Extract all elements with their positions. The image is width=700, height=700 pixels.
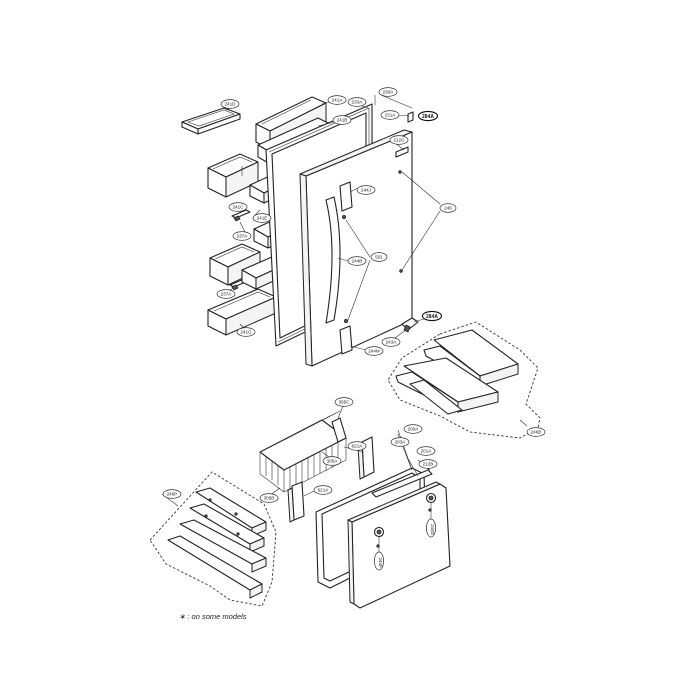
callout-230a: 230A <box>378 87 398 97</box>
callout-621a-1: 621A <box>347 441 367 451</box>
callout-237a-1: 237A <box>232 231 252 241</box>
callout-label-244f: 244F <box>378 557 383 568</box>
callout-201a: 201A <box>416 446 436 456</box>
callout-241a: 241A <box>327 95 347 105</box>
part-244m-handle-cap <box>339 325 353 355</box>
callout-246: 246 <box>439 203 457 213</box>
part-237a-clip-upper <box>231 209 251 222</box>
callout-label-284a-top: 284A <box>422 114 434 120</box>
callout-501: 501 <box>370 252 388 262</box>
callout-label-200a: 200A <box>408 427 420 432</box>
part-241c-bin <box>207 153 259 198</box>
callout-label-241b: 241B <box>337 118 348 123</box>
callout-label-237a-1: 237A <box>237 234 249 239</box>
part-246p-rail-assembly <box>149 471 277 607</box>
callout-label-305a: 305A <box>327 459 339 464</box>
callout-203a: 203A <box>390 437 410 447</box>
callout-label-203a: 203A <box>395 440 407 445</box>
callout-label-244b: 244B <box>352 259 363 264</box>
callout-241d: 241D <box>220 99 240 109</box>
part-244b-handle <box>325 196 341 324</box>
callout-284a-top: 284A <box>417 110 439 122</box>
callout-label-621a-2: 621A <box>318 488 330 493</box>
callout-237a-2: 237A <box>216 289 236 299</box>
callout-305a: 305A <box>322 456 342 466</box>
callout-label-244g: 244G <box>430 524 435 536</box>
callout-200a: 200A <box>403 424 423 434</box>
callout-label-246b: 246B <box>531 430 542 435</box>
part-212b-trim <box>371 469 433 498</box>
callout-241c: 241C <box>228 202 248 212</box>
callout-label-246p: 246P <box>167 492 178 497</box>
callout-label-241a: 241A <box>332 98 344 103</box>
part-501-screws <box>341 170 403 323</box>
part-bin-lower-left <box>209 243 261 286</box>
part-241g-bottom-bin <box>207 288 277 336</box>
part-305c-stopper <box>331 417 347 443</box>
callout-244m: 244M <box>364 346 384 356</box>
callout-621a-2: 621A <box>313 485 333 495</box>
callout-241g: 241G <box>236 327 256 337</box>
callout-284a-bottom: 284A <box>421 310 443 322</box>
callout-305b: 305B <box>259 493 279 503</box>
callout-label-241c: 241C <box>233 205 245 210</box>
callout-label-501: 501 <box>375 255 383 260</box>
callout-244f: 244F <box>374 551 384 571</box>
callout-246b: 246B <box>526 427 546 437</box>
callout-243a: 243A <box>381 337 401 347</box>
callout-label-212g: 212G <box>393 138 405 143</box>
callout-212b: 212B <box>418 459 438 469</box>
part-lower-door-panel <box>347 481 451 609</box>
callout-label-201a: 201A <box>421 449 433 454</box>
callout-label-233a: 233A <box>352 100 364 105</box>
callout-231a: 231A <box>380 110 400 120</box>
callout-label-237a-2: 237A <box>221 292 233 297</box>
callout-244b: 244B <box>347 256 367 266</box>
callout-305c: 305C <box>334 397 354 407</box>
part-244f-handle-bracket <box>373 526 385 538</box>
callout-label-241g: 241G <box>240 330 252 335</box>
part-244j-handle-cap <box>339 181 353 212</box>
callout-label-241e: 241E <box>257 216 268 221</box>
callout-241b: 241B <box>332 115 352 125</box>
part-621a-bracket-left <box>287 481 305 523</box>
callout-label-231a: 231A <box>385 113 397 118</box>
part-231a-hinge-cap <box>407 111 414 123</box>
callout-label-241d: 241D <box>225 102 237 107</box>
callout-244g: 244G <box>426 518 436 538</box>
callout-label-621a-1: 621A <box>352 444 364 449</box>
part-212g-nameplate <box>395 146 409 158</box>
callout-233a: 233A <box>347 97 367 107</box>
callout-label-244m: 244M <box>368 349 380 354</box>
part-305a-wire-basket <box>259 410 347 493</box>
part-246b-assembly-group <box>387 321 541 439</box>
part-244g-handle-bracket <box>425 492 437 504</box>
callout-244j: 244J <box>356 185 376 195</box>
callout-label-243a: 243A <box>386 340 398 345</box>
lower-leader-lines <box>161 403 528 554</box>
callout-label-212b: 212B <box>423 462 434 467</box>
callout-241e: 241E <box>252 213 272 223</box>
callout-label-244j: 244J <box>361 188 371 193</box>
callout-label-305b: 305B <box>264 496 275 501</box>
callout-label-230a: 230A <box>383 90 395 95</box>
callout-212g: 212G <box>389 135 409 145</box>
callout-label-246: 246 <box>444 206 452 211</box>
callout-label-284a-bottom: 284A <box>426 314 438 320</box>
part-241d-small-tray <box>181 107 241 135</box>
callout-label-305c: 305C <box>339 400 351 405</box>
footnote-some-models: ∗ : on some models <box>179 612 247 621</box>
callout-246p: 246P <box>162 489 182 499</box>
